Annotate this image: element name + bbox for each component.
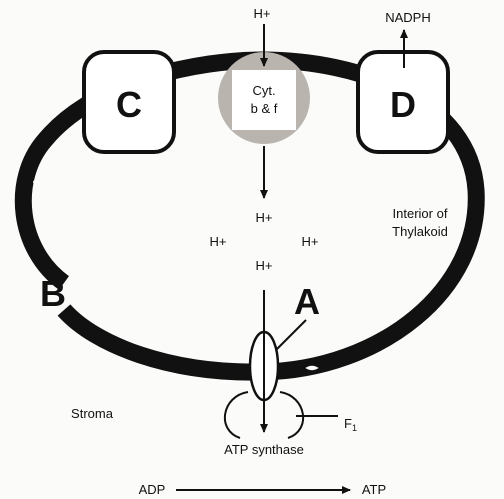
f1-label-text: F (344, 416, 352, 431)
complex-d-label: D (390, 84, 416, 125)
nadph-label: NADPH (385, 10, 431, 25)
interior-label-line1: Interior of (393, 206, 448, 221)
cytochrome-bf-box (232, 70, 296, 130)
adp-label: ADP (139, 482, 166, 497)
label-b: B (40, 273, 66, 314)
h-plus-lumen-bottom: H+ (256, 258, 273, 273)
interior-label-line2: Thylakoid (392, 224, 448, 239)
f1-label-subscript: 1 (352, 423, 357, 433)
h-plus-lumen-right: H+ (302, 234, 319, 249)
label-a: A (294, 281, 320, 322)
complex-c-label: C (116, 84, 142, 125)
h-plus-lumen-left: H+ (210, 234, 227, 249)
atp-synthase-label: ATP synthase (224, 442, 304, 457)
stroma-label: Stroma (71, 406, 114, 421)
f1-label: F1 (344, 416, 357, 433)
h-plus-lumen-top: H+ (256, 210, 273, 225)
atp-label: ATP (362, 482, 386, 497)
cytochrome-label-line2: b & f (251, 101, 278, 116)
cytochrome-label-line1: Cyt. (252, 83, 275, 98)
h-plus-top: H+ (254, 6, 271, 21)
membrane-speck (304, 365, 320, 371)
membrane-speck (221, 380, 227, 384)
membrane-speck (33, 180, 39, 184)
